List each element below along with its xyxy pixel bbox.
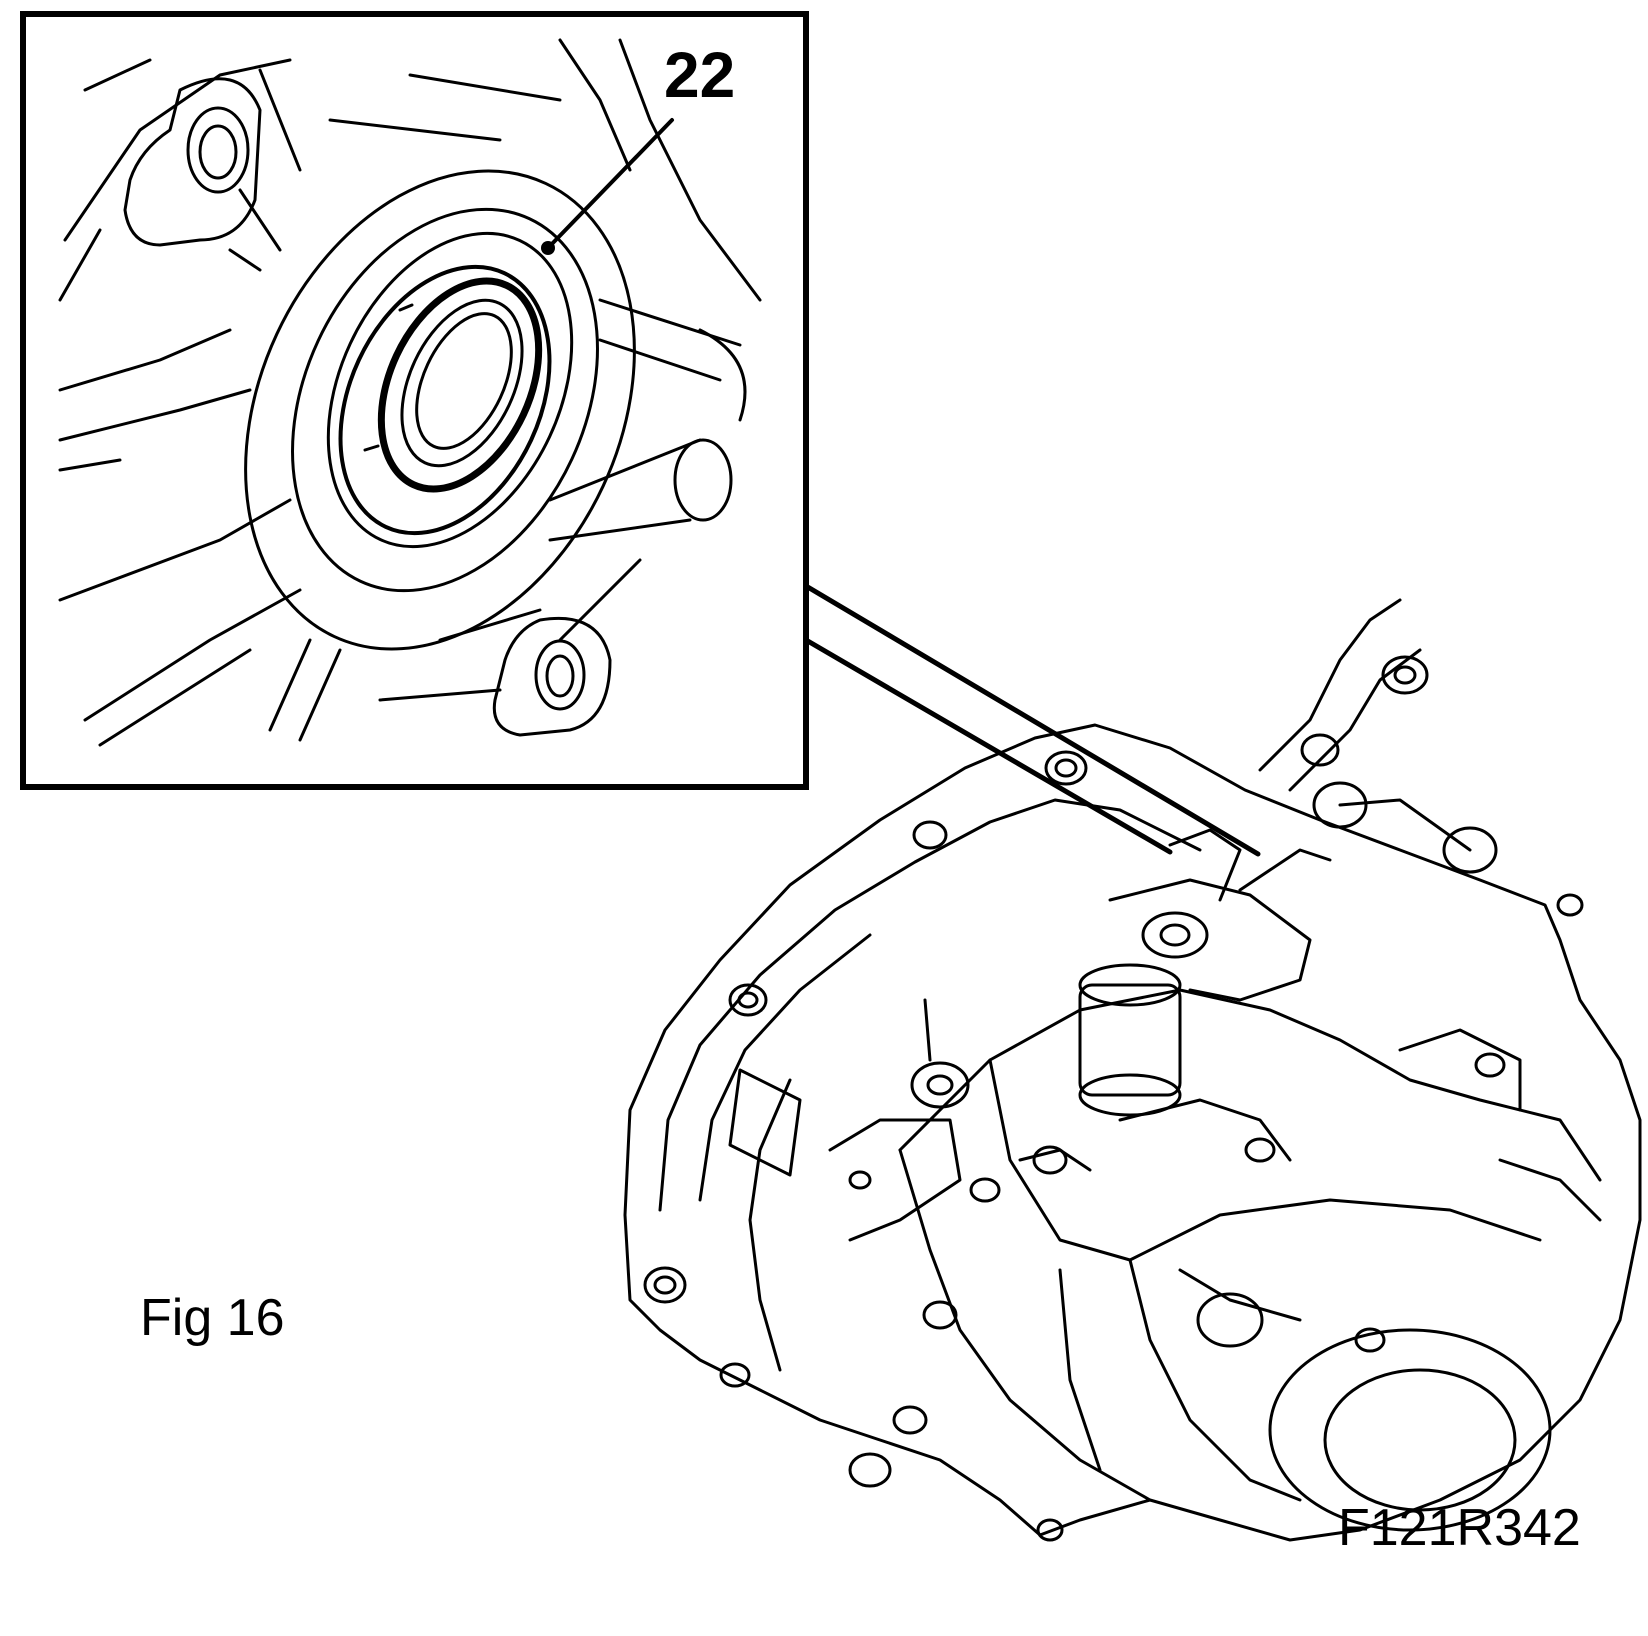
- detail-box: [20, 11, 809, 790]
- callout-number: 22: [664, 39, 736, 111]
- detail-pointer-lines: [803, 583, 1261, 857]
- reference-code: F121R342: [1338, 1499, 1581, 1557]
- figure-label: Fig 16: [140, 1289, 285, 1347]
- gearbox-assembly: [623, 598, 1642, 1542]
